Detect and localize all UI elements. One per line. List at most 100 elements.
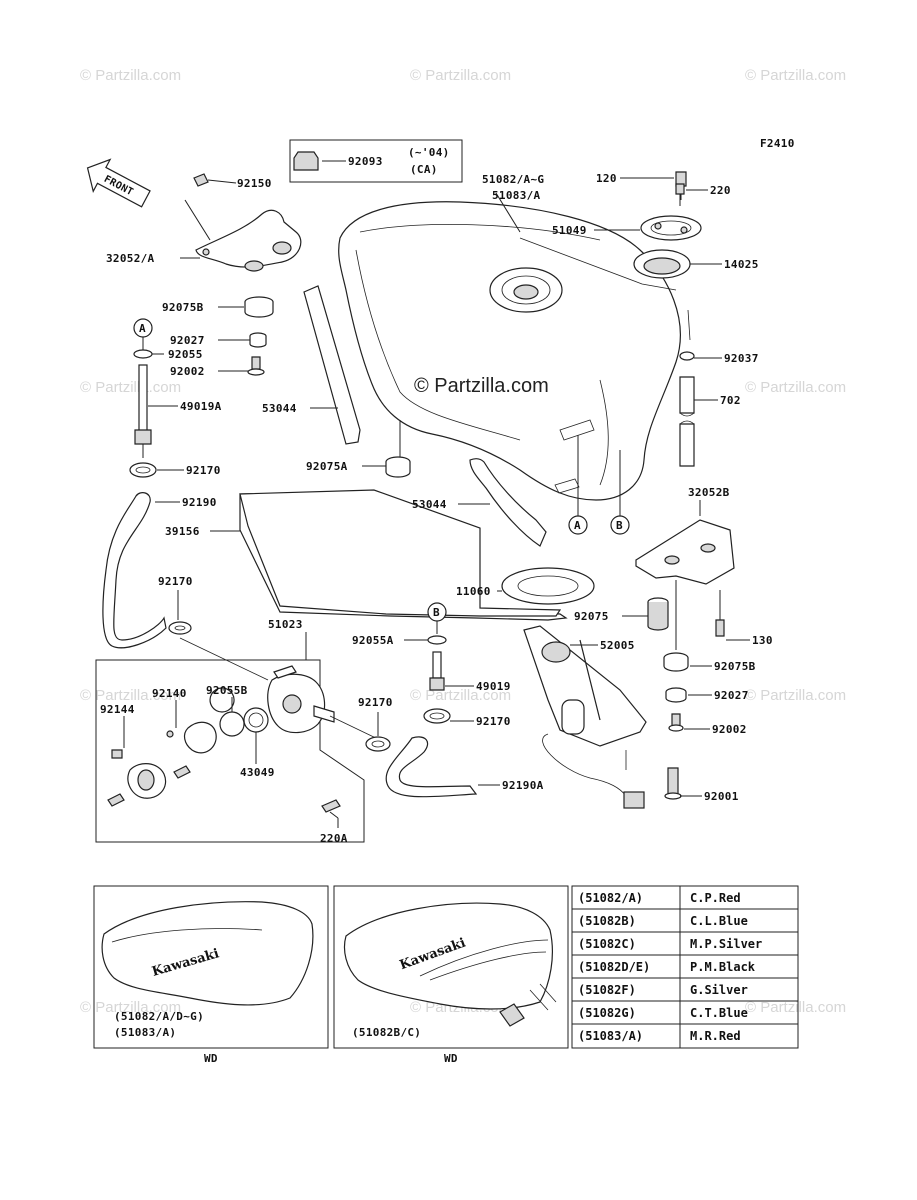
grommet-92075b-icon <box>244 296 274 318</box>
callout-14025: 14025 <box>724 258 759 271</box>
fuel-pump-52005 <box>523 625 647 809</box>
table-cell-color: C.P.Red <box>690 891 741 905</box>
note-line2: (CA) <box>410 163 438 176</box>
callout-92150: 92150 <box>237 177 272 190</box>
ref-marker-b-lower: B <box>610 450 630 535</box>
svg-text:B: B <box>433 606 440 619</box>
oring-92055-icon <box>133 349 153 359</box>
table-cell-color: M.P.Silver <box>690 937 762 951</box>
callout-49019a: 49019A <box>180 400 222 413</box>
figure-code: F2410 <box>760 137 795 150</box>
callout-53044-lower: 53044 <box>412 498 447 511</box>
bracket-32052b <box>635 519 735 585</box>
table-cell-code: (51082G) <box>578 1006 636 1020</box>
callout-92037: 92037 <box>724 352 759 365</box>
callout-120: 120 <box>596 172 617 185</box>
watermark: © Partzilla.com <box>80 687 181 704</box>
callout-51082: 51082/A~G <box>482 173 544 186</box>
panel1-line1: (51082/A/D~G) <box>114 1010 204 1023</box>
clamp-92170-middle-icon <box>423 708 451 724</box>
cap-51049-icon <box>640 215 702 241</box>
callout-51083: 51083/A <box>492 189 541 202</box>
valve-assembly-box <box>95 632 381 843</box>
table-cell-color: G.Silver <box>690 983 748 997</box>
leader-lines <box>123 177 750 828</box>
front-arrow-icon: FRONT <box>86 158 151 208</box>
clamp-92170-right-valve-icon <box>365 712 391 752</box>
callout-11060: 11060 <box>456 585 491 598</box>
clamp-92170-icon <box>129 462 157 478</box>
clamp-92170-valve-icon <box>168 590 192 635</box>
table-cell-color: C.T.Blue <box>690 1006 748 1020</box>
callout-92055a: 92055A <box>352 634 394 647</box>
collar-92027-icon <box>249 332 267 348</box>
table-cell-code: (51082C) <box>578 937 636 951</box>
ref-marker-a-lower: A <box>568 435 588 535</box>
bolt-92001-icon <box>664 767 682 800</box>
callout-32052a: 32052/A <box>106 252 155 265</box>
grommet-92075-icon <box>647 597 669 631</box>
bolt-92002-icon <box>247 356 265 376</box>
callout-51023: 51023 <box>268 618 303 631</box>
cap-base-14025-icon <box>633 249 691 279</box>
note-line1: (~'04) <box>408 146 450 159</box>
seal-53044-lower <box>469 458 547 547</box>
callout-92140: 92140 <box>152 687 187 700</box>
table-cell-code: (51082F) <box>578 983 636 997</box>
callout-702: 702 <box>720 394 741 407</box>
callout-92170-b: 92170 <box>158 575 193 588</box>
table-cell-code: (51083/A) <box>578 1029 643 1043</box>
callout-92170-d: 92170 <box>476 715 511 728</box>
table-cell-color: M.R.Red <box>690 1029 741 1043</box>
bolt-92150-icon <box>184 173 237 241</box>
tube-49019 <box>429 651 445 691</box>
callout-92075a: 92075A <box>306 460 348 473</box>
note-box: 92093 (~'04) (CA) <box>289 139 463 183</box>
note-part: 92093 <box>348 155 383 168</box>
tube-49019a <box>134 364 152 458</box>
ref-marker-a: A <box>133 318 153 350</box>
panel1-line2: (51083/A) <box>114 1026 176 1039</box>
table-cell-code: (51082D/E) <box>578 960 650 974</box>
callout-92027-right: 92027 <box>714 689 749 702</box>
svg-text:A: A <box>139 322 146 335</box>
callout-92170-a: 92170 <box>186 464 221 477</box>
watermark: © Partzilla.com <box>410 67 511 84</box>
callout-92075b-left: 92075B <box>162 301 204 314</box>
bolt-130-icon <box>715 590 725 637</box>
callout-92001: 92001 <box>704 790 739 803</box>
screw-220-icon <box>675 183 685 206</box>
table-cell-color: P.M.Black <box>690 960 756 974</box>
variant-panel-2: Kawasaki (51082B/C) WD <box>333 885 569 1065</box>
tube-702 <box>679 376 695 467</box>
hose-92190 <box>102 492 167 649</box>
seal-53044-upper <box>303 285 361 445</box>
callout-52005: 52005 <box>600 639 635 652</box>
ref-marker-b-middle: B <box>427 602 447 634</box>
panel2-line1: (51082B/C) <box>352 1026 421 1039</box>
watermark-layer: © Partzilla.com © Partzilla.com © Partzi… <box>80 67 846 1016</box>
callout-92027-left: 92027 <box>170 334 205 347</box>
clip-92037-icon <box>679 351 695 361</box>
callout-92170-c: 92170 <box>358 696 393 709</box>
color-table: (51082/A) C.P.Red (51082B) C.L.Blue (510… <box>571 885 799 1049</box>
svg-text:B: B <box>616 519 623 532</box>
watermark: © Partzilla.com <box>745 67 846 84</box>
gasket-11060-icon <box>501 567 595 605</box>
collar-92027-right-icon <box>665 687 687 703</box>
callout-32052b: 32052B <box>688 486 730 499</box>
grommet-92075b-right-icon <box>663 580 689 672</box>
fuel-tank: © Partzilla.com <box>338 201 681 501</box>
watermark: © Partzilla.com <box>80 379 181 396</box>
table-cell-color: C.L.Blue <box>690 914 748 928</box>
callout-92075b-right: 92075B <box>714 660 756 673</box>
table-cell-code: (51082/A) <box>578 891 643 905</box>
callout-49019: 49019 <box>476 680 511 693</box>
panel2-caption: WD <box>444 1052 458 1065</box>
variant-panel-1: Kawasaki (51082/A/D~G) (51083/A) WD <box>93 885 329 1065</box>
callout-51049: 51049 <box>552 224 587 237</box>
table-cell-code: (51082B) <box>578 914 636 928</box>
watermark: © Partzilla.com <box>745 999 846 1016</box>
callout-92190: 92190 <box>182 496 217 509</box>
